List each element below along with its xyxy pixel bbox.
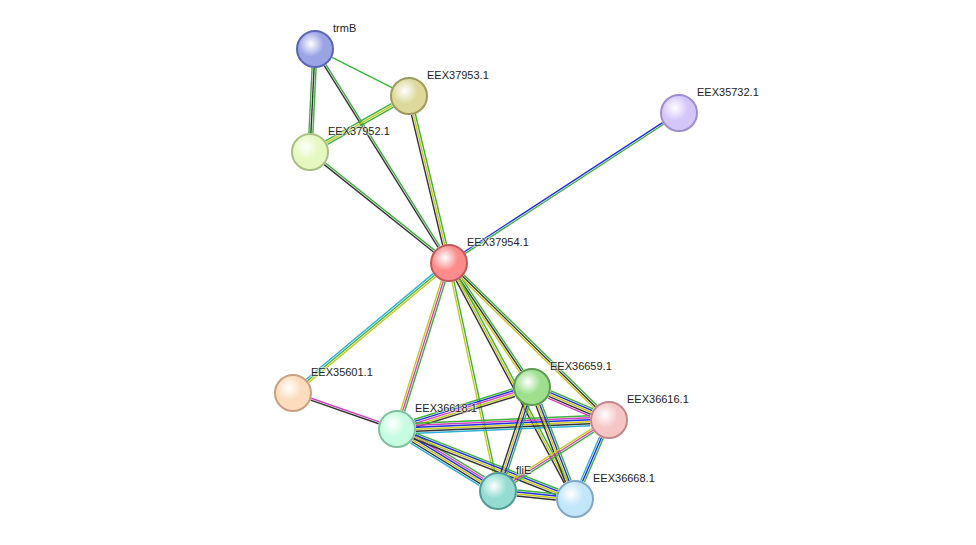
evidence-line — [325, 163, 434, 250]
evidence-line — [536, 406, 565, 483]
evidence-line — [540, 404, 569, 481]
evidence-line — [415, 393, 514, 424]
protein-node: EEX37954.1 — [430, 244, 468, 282]
protein-node: fliE — [479, 472, 517, 510]
node-label: EEX37954.1 — [467, 236, 529, 248]
evidence-line — [542, 404, 571, 481]
protein-node: EEX36668.1 — [556, 480, 594, 518]
protein-node: EEX35601.1 — [274, 374, 312, 412]
evidence-line — [324, 165, 433, 252]
protein-node: EEX37952.1 — [291, 133, 329, 171]
evidence-line — [327, 105, 393, 142]
protein-node: trmB — [296, 30, 334, 68]
evidence-line — [460, 279, 568, 481]
node-label: EEX35601.1 — [311, 366, 373, 378]
node-label: trmB — [333, 22, 356, 34]
interaction-edge — [309, 68, 316, 133]
evidence-line — [328, 107, 394, 144]
evidence-line — [414, 389, 513, 420]
evidence-line — [311, 398, 379, 422]
node-label: fliE — [516, 464, 531, 476]
node-label: EEX36668.1 — [593, 472, 655, 484]
evidence-line — [549, 396, 591, 414]
node-label: EEX37952.1 — [328, 125, 390, 137]
evidence-line — [463, 276, 596, 406]
evidence-line — [513, 429, 592, 480]
node-label: EEX35732.1 — [697, 86, 759, 98]
evidence-line — [458, 280, 566, 482]
evidence-line — [405, 282, 446, 412]
node-label: EEX36616.1 — [627, 393, 689, 405]
evidence-line — [515, 432, 594, 483]
evidence-line — [507, 406, 529, 474]
interaction-edge — [411, 114, 446, 245]
interaction-edge — [536, 404, 571, 483]
evidence-line — [548, 398, 590, 416]
evidence-line — [503, 405, 525, 473]
interaction-edge — [461, 275, 597, 408]
evidence-line — [464, 275, 597, 405]
protein-node: EEX35732.1 — [660, 94, 698, 132]
interaction-edge — [326, 104, 394, 145]
interaction-edge — [548, 391, 593, 416]
evidence-line — [461, 278, 594, 408]
interaction-edge — [416, 416, 590, 433]
evidence-line — [505, 405, 527, 473]
interaction-edge — [464, 123, 663, 254]
evidence-line — [517, 496, 556, 500]
evidence-line — [514, 430, 593, 481]
interaction-edge — [458, 278, 523, 373]
interaction-edge — [513, 429, 594, 483]
protein-node: EEX37953.1 — [390, 77, 428, 115]
evidence-line — [464, 123, 662, 252]
interaction-edge — [324, 163, 435, 252]
protein-node: EEX36616.1 — [590, 401, 628, 439]
node-label: EEX36659.1 — [550, 360, 612, 372]
interaction-edge — [311, 398, 380, 423]
interaction-edge — [332, 57, 392, 87]
evidence-line — [501, 404, 523, 472]
evidence-line — [401, 281, 442, 411]
interaction-edge — [324, 65, 440, 248]
evidence-line — [413, 114, 444, 244]
evidence-line — [456, 281, 564, 483]
evidence-line — [549, 394, 591, 412]
interaction-edge — [517, 490, 557, 500]
evidence-line — [309, 68, 312, 133]
evidence-line — [311, 400, 379, 424]
evidence-line — [411, 115, 442, 245]
evidence-line — [538, 405, 567, 482]
evidence-line — [326, 104, 392, 141]
evidence-line — [332, 57, 392, 87]
node-label: EEX36618.1 — [415, 402, 477, 414]
protein-node: EEX36618.1 — [378, 410, 416, 448]
evidence-line — [465, 124, 663, 253]
evidence-line — [416, 426, 590, 433]
interaction-edge — [401, 281, 445, 412]
node-label: EEX37953.1 — [427, 69, 489, 81]
evidence-line — [415, 391, 514, 422]
evidence-line — [415, 114, 446, 244]
protein-node: EEX36659.1 — [513, 368, 551, 406]
evidence-line — [306, 274, 433, 380]
evidence-line — [403, 281, 444, 411]
interaction-edge — [456, 279, 568, 483]
interaction-edge — [501, 404, 529, 474]
